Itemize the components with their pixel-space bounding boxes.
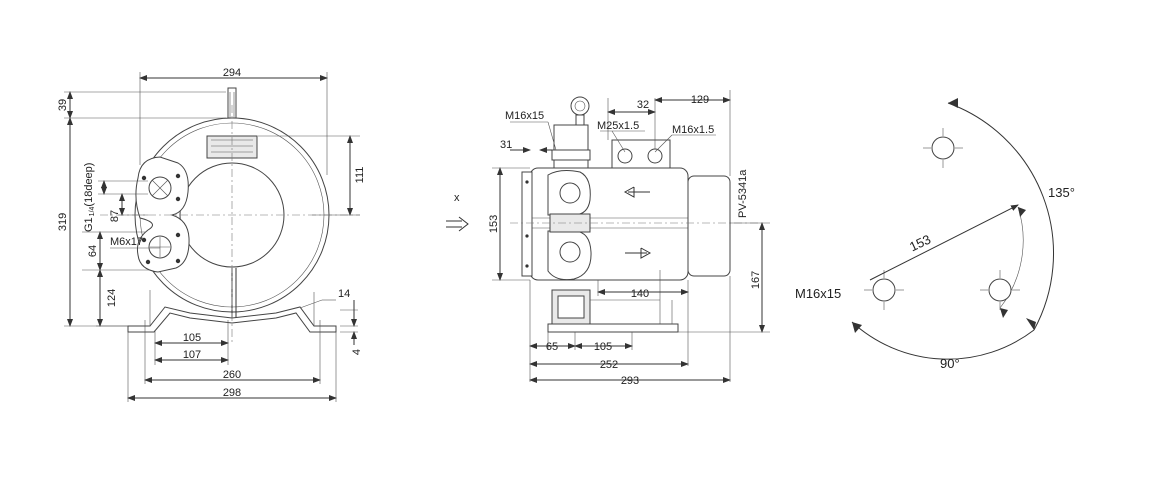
label-m16x15-side: M16x15 bbox=[505, 110, 544, 122]
thread-m16x15-label: M16x15 bbox=[795, 286, 841, 301]
outlet-flange bbox=[206, 135, 258, 159]
dim-107: 107 bbox=[183, 349, 201, 361]
dim-260: 260 bbox=[223, 369, 241, 381]
view-direction-indicator: x bbox=[446, 192, 469, 232]
bolt-label: M6x17 bbox=[110, 236, 143, 248]
dim-153-side: 153 bbox=[488, 215, 500, 233]
lifting-eye bbox=[227, 87, 237, 119]
model-label: PV-5341a bbox=[737, 169, 749, 218]
side-view: 129 32 31 153 167 140 65 105 252 293 M16… bbox=[488, 90, 770, 387]
dim-105-side: 105 bbox=[594, 341, 612, 353]
bolt-hole-top bbox=[923, 128, 963, 168]
dim-252: 252 bbox=[600, 359, 618, 371]
dim-111: 111 bbox=[354, 167, 366, 184]
dim-298: 298 bbox=[223, 387, 241, 399]
label-m25x1-5: M25x1.5 bbox=[597, 120, 639, 132]
dim-319: 319 bbox=[57, 213, 69, 231]
dim-167: 167 bbox=[750, 271, 762, 289]
bolt-hole-left bbox=[864, 270, 904, 310]
front-view: 294 39 319 111 87 64 124 105 107 260 298… bbox=[57, 67, 366, 402]
dim-14: 14 bbox=[338, 288, 350, 300]
dim-64: 64 bbox=[87, 245, 99, 257]
side-lifting-ring bbox=[570, 96, 590, 116]
angle-arc-135 bbox=[947, 102, 1054, 331]
dim-105-front: 105 bbox=[183, 332, 201, 344]
dim-129: 129 bbox=[691, 94, 709, 106]
radius-153-label: 153 bbox=[907, 232, 933, 255]
dim-87: 87 bbox=[109, 210, 121, 222]
dim-32: 32 bbox=[637, 99, 649, 111]
dim-293: 293 bbox=[621, 375, 639, 387]
angle-90-label: 90° bbox=[940, 356, 960, 371]
view-direction-label: x bbox=[454, 192, 460, 204]
dim-124: 124 bbox=[106, 289, 118, 307]
detail-view: 135° 153 M16x15 90° bbox=[795, 98, 1075, 371]
port-thread-label: G11/4(18deep) bbox=[83, 163, 96, 232]
outlet-pipe bbox=[553, 124, 589, 170]
angle-135-label: 135° bbox=[1048, 185, 1075, 200]
dim-140: 140 bbox=[631, 288, 649, 300]
bolt-hole-right bbox=[980, 270, 1020, 310]
label-m16x1-5: M16x1.5 bbox=[672, 124, 714, 136]
dim-65: 65 bbox=[546, 341, 558, 353]
dim-4: 4 bbox=[351, 349, 363, 355]
angle-arc-90 bbox=[851, 321, 1035, 360]
side-base-plate bbox=[547, 323, 679, 333]
dim-294: 294 bbox=[223, 67, 241, 79]
dim-39: 39 bbox=[57, 99, 69, 111]
motor-body bbox=[687, 175, 731, 277]
dim-31: 31 bbox=[500, 139, 512, 151]
port-flange bbox=[135, 156, 190, 273]
